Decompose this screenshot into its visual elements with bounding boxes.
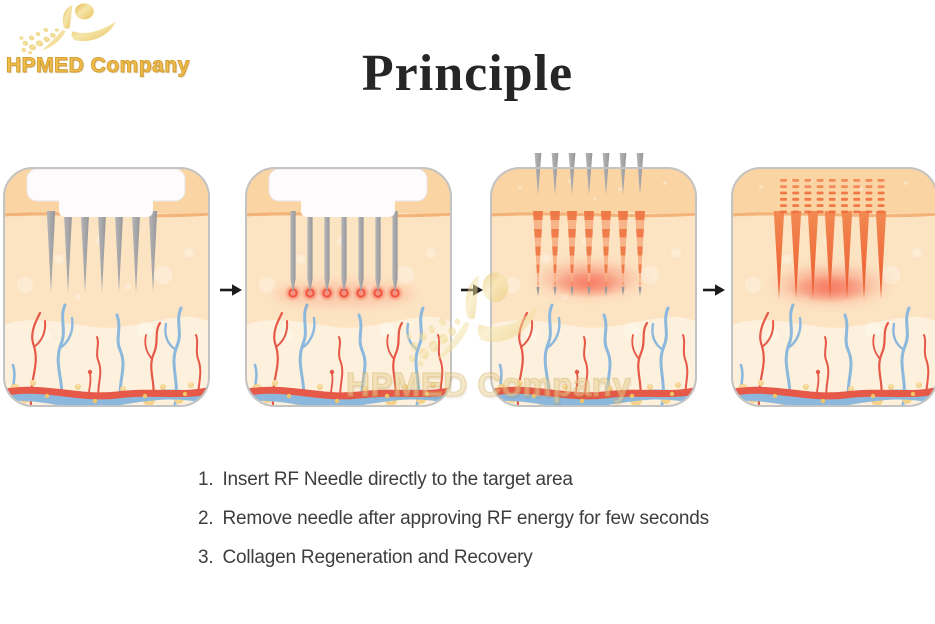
step-text: Insert RF Needle directly to the target … bbox=[222, 468, 573, 490]
skin-cross-section-illustration bbox=[245, 152, 452, 407]
panel-stage-3-remove-needles bbox=[490, 153, 697, 407]
company-logo: HPMED Company bbox=[6, 2, 191, 78]
step-number: 2. bbox=[198, 507, 214, 529]
hpmed-person-icon bbox=[12, 2, 191, 55]
company-name: HPMED Company bbox=[6, 54, 190, 78]
page-title: Principle bbox=[361, 45, 574, 102]
step-text: Collagen Regeneration and Recovery bbox=[222, 546, 533, 568]
panel-stage-2-apply-rf-energy bbox=[245, 167, 452, 407]
right-arrow-icon bbox=[702, 283, 726, 297]
step-item: 1. Insert RF Needle directly to the targe… bbox=[198, 460, 709, 499]
step-text: Remove needle after approving RF energy … bbox=[222, 507, 709, 529]
skin-cross-section-illustration bbox=[731, 152, 935, 407]
skin-cross-section-illustration bbox=[3, 152, 210, 407]
skin-cross-section-illustration bbox=[490, 152, 697, 407]
step-number: 1. bbox=[198, 468, 214, 490]
step-item: 3. Collagen Regeneration and Recovery bbox=[198, 538, 709, 577]
right-arrow-icon bbox=[460, 283, 484, 297]
steps-list: 1. Insert RF Needle directly to the targe… bbox=[198, 460, 709, 577]
step-item: 2. Remove needle after approving RF energ… bbox=[198, 499, 709, 538]
panel-stage-1-insert-needles bbox=[3, 167, 210, 407]
right-arrow-icon bbox=[219, 283, 243, 297]
panel-stage-4-regeneration bbox=[731, 167, 935, 407]
step-number: 3. bbox=[198, 546, 214, 568]
